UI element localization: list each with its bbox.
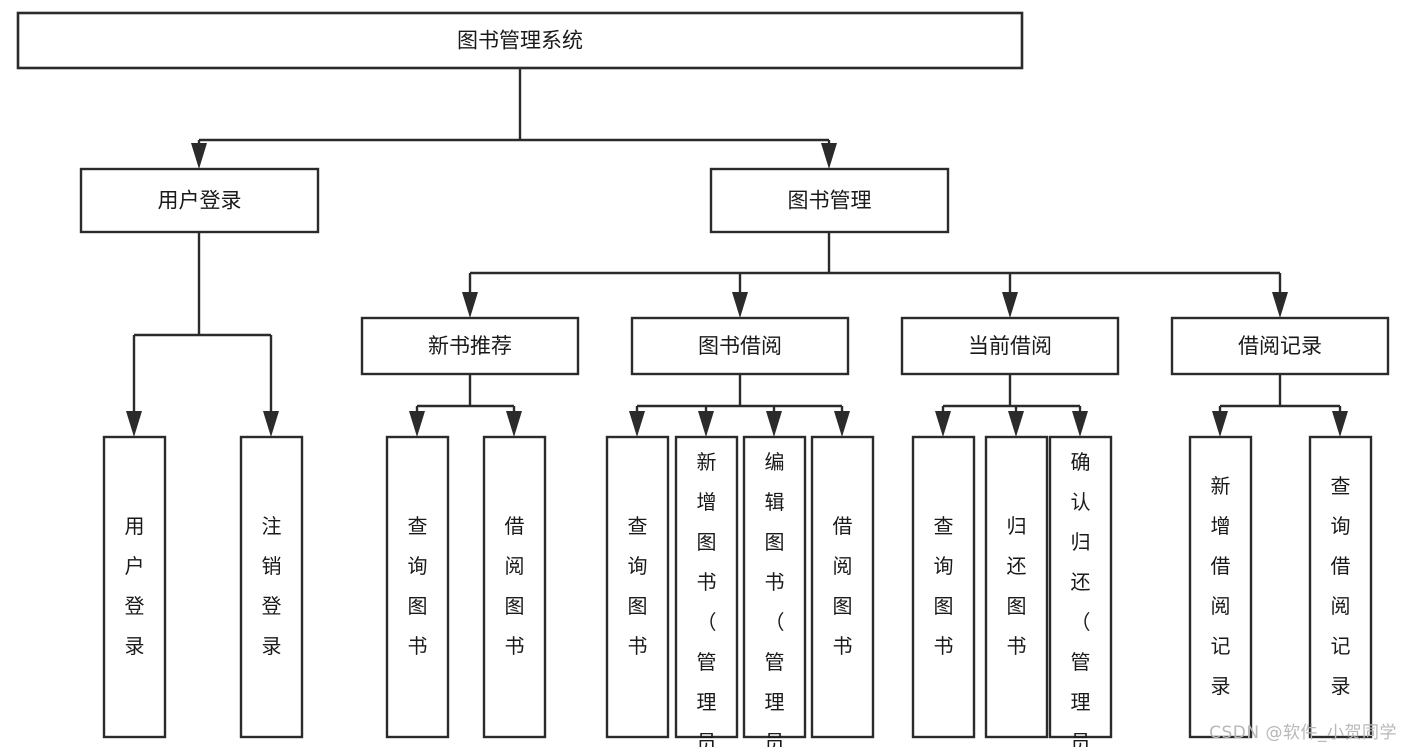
node-leaf-borrow-book-2-box[interactable] xyxy=(810,435,875,739)
arrow-head-icon xyxy=(629,411,645,437)
node-new-book-recommend-label: 新书推荐 xyxy=(428,334,512,358)
connector-layer xyxy=(126,68,1348,437)
node-root-label: 图书管理系统 xyxy=(457,29,583,53)
node-leaf-user-login-label: 用户登录 xyxy=(125,514,145,658)
node-leaf-user-login-box[interactable] xyxy=(102,435,167,739)
arrow-head-icon xyxy=(1212,411,1228,437)
node-leaf-add-record-box[interactable] xyxy=(1188,435,1253,739)
node-leaf-edit-book-label: 编辑图书（管理员） xyxy=(765,450,785,747)
node-leaf-add-record: 新增借阅记录 xyxy=(1188,435,1253,739)
node-leaf-user-logout-label: 注销登录 xyxy=(262,514,282,658)
node-leaf-borrow-book-2: 借阅图书 xyxy=(810,435,875,739)
node-book-borrow: 图书借阅 xyxy=(630,316,850,376)
node-book-borrow-box[interactable] xyxy=(630,316,850,376)
arrow-head-icon xyxy=(191,143,207,169)
node-leaf-confirm-return: 确认归还（管理员） xyxy=(1048,435,1113,747)
node-leaf-user-logout-box[interactable] xyxy=(239,435,304,739)
node-leaf-add-book-box[interactable] xyxy=(674,435,739,739)
node-leaf-add-book-label: 新增图书（管理员） xyxy=(697,450,717,747)
arrow-head-icon xyxy=(698,411,714,437)
node-leaf-query-book-2: 查询图书 xyxy=(605,435,670,739)
arrow-head-icon xyxy=(462,292,478,318)
node-leaf-query-book-3-label: 查询图书 xyxy=(934,514,954,658)
node-new-book-recommend-box[interactable] xyxy=(360,316,580,376)
arrow-head-icon xyxy=(1072,411,1088,437)
node-book-manage: 图书管理 xyxy=(709,167,950,234)
arrow-head-icon xyxy=(732,292,748,318)
arrow-head-icon xyxy=(935,411,951,437)
node-leaf-return-book-label: 归还图书 xyxy=(1007,514,1027,658)
node-user-login: 用户登录 xyxy=(79,167,320,234)
arrow-head-icon xyxy=(506,411,522,437)
node-leaf-query-book-2-box[interactable] xyxy=(605,435,670,739)
arrow-head-icon xyxy=(1002,292,1018,318)
node-layer: 图书管理系统用户登录图书管理新书推荐图书借阅当前借阅借阅记录用户登录注销登录查询… xyxy=(16,11,1390,747)
node-leaf-edit-book: 编辑图书（管理员） xyxy=(742,435,807,747)
node-leaf-confirm-return-box[interactable] xyxy=(1048,435,1113,739)
node-leaf-user-logout: 注销登录 xyxy=(239,435,304,739)
arrow-head-icon xyxy=(766,411,782,437)
node-leaf-edit-book-box[interactable] xyxy=(742,435,807,739)
node-leaf-borrow-book-1: 借阅图书 xyxy=(482,435,547,739)
node-user-login-label: 用户登录 xyxy=(158,189,242,213)
node-borrow-record-label: 借阅记录 xyxy=(1238,334,1322,358)
node-leaf-user-login: 用户登录 xyxy=(102,435,167,739)
arrow-head-icon xyxy=(263,411,279,437)
arrow-head-icon xyxy=(1272,292,1288,318)
node-borrow-record: 借阅记录 xyxy=(1170,316,1390,376)
node-leaf-borrow-book-1-box[interactable] xyxy=(482,435,547,739)
node-book-manage-label: 图书管理 xyxy=(788,189,872,213)
arrow-head-icon xyxy=(1008,411,1024,437)
node-new-book-recommend: 新书推荐 xyxy=(360,316,580,376)
node-current-borrow-label: 当前借阅 xyxy=(968,334,1052,358)
watermark-label: CSDN @软件_小贺同学 xyxy=(1209,723,1397,743)
node-leaf-query-record-box[interactable] xyxy=(1308,435,1373,739)
node-leaf-query-book-3-box[interactable] xyxy=(911,435,976,739)
arrow-head-icon xyxy=(409,411,425,437)
node-leaf-return-book-box[interactable] xyxy=(984,435,1049,739)
node-root: 图书管理系统 xyxy=(16,11,1024,70)
arrow-head-icon xyxy=(834,411,850,437)
node-leaf-query-book-1: 查询图书 xyxy=(385,435,450,739)
node-leaf-add-record-label: 新增借阅记录 xyxy=(1211,474,1231,698)
node-leaf-confirm-return-label: 确认归还（管理员） xyxy=(1071,450,1091,747)
node-leaf-add-book: 新增图书（管理员） xyxy=(674,435,739,747)
arrow-head-icon xyxy=(1332,411,1348,437)
node-leaf-return-book: 归还图书 xyxy=(984,435,1049,739)
node-current-borrow-box[interactable] xyxy=(900,316,1120,376)
node-user-login-box[interactable] xyxy=(79,167,320,234)
arrow-head-icon xyxy=(821,143,837,169)
node-book-manage-box[interactable] xyxy=(709,167,950,234)
node-root-box[interactable] xyxy=(16,11,1024,70)
node-book-borrow-label: 图书借阅 xyxy=(698,334,782,358)
node-current-borrow: 当前借阅 xyxy=(900,316,1120,376)
node-leaf-query-book-1-box[interactable] xyxy=(385,435,450,739)
node-leaf-borrow-book-1-label: 借阅图书 xyxy=(505,514,525,658)
node-leaf-query-record-label: 查询借阅记录 xyxy=(1331,474,1351,698)
node-leaf-query-book-2-label: 查询图书 xyxy=(628,514,648,658)
node-leaf-query-book-1-label: 查询图书 xyxy=(408,514,428,658)
node-leaf-borrow-book-2-label: 借阅图书 xyxy=(833,514,853,658)
node-borrow-record-box[interactable] xyxy=(1170,316,1390,376)
node-leaf-query-record: 查询借阅记录 xyxy=(1308,435,1373,739)
arrow-head-icon xyxy=(126,411,142,437)
node-leaf-query-book-3: 查询图书 xyxy=(911,435,976,739)
